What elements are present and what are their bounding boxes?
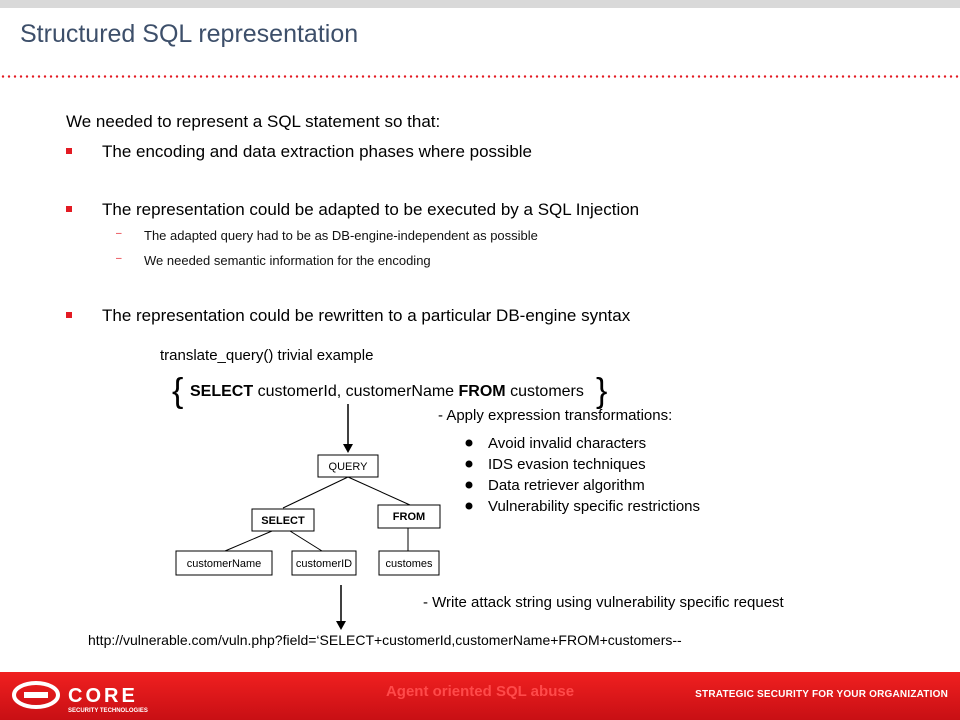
list-dot bbox=[465, 502, 473, 510]
node-customer-name bbox=[175, 550, 273, 576]
footer-title: Agent oriented SQL abuse bbox=[385, 683, 575, 700]
logo-emblem-icon bbox=[12, 681, 60, 709]
transformation-item: IDS evasion techniques bbox=[488, 456, 646, 473]
bullet-marker bbox=[66, 206, 72, 212]
bullet-marker bbox=[66, 312, 72, 318]
input-arrow-head bbox=[343, 444, 353, 453]
bullet-text: The representation could be adapted to b… bbox=[102, 200, 640, 219]
list-dot bbox=[465, 460, 473, 468]
logo-wordmark: CORE bbox=[68, 685, 138, 707]
intro-text: We needed to represent a SQL statement s… bbox=[66, 112, 441, 131]
example-query: SELECT customerId, customerName FROM cus… bbox=[190, 383, 584, 400]
node-customer-name-label: customerName bbox=[187, 558, 262, 570]
node-customer-id bbox=[291, 550, 357, 576]
node-query-label: QUERY bbox=[329, 461, 369, 473]
transformation-item: Data retriever algorithm bbox=[488, 477, 645, 494]
left-brace: { bbox=[172, 372, 183, 410]
core-logo: CORE SECURITY TECHNOLOGIES bbox=[12, 681, 148, 714]
transformation-list: Avoid invalid characters IDS evasion tec… bbox=[465, 435, 700, 515]
list-dot bbox=[465, 481, 473, 489]
dash-marker: – bbox=[116, 228, 122, 239]
footer-tagline: STRATEGIC SECURITY FOR YOUR ORGANIZATION bbox=[695, 689, 948, 700]
subbullet-text: The adapted query had to be as DB-engine… bbox=[144, 228, 538, 243]
translate-query-diagram: translate_query() trivial example { } SE… bbox=[160, 347, 785, 630]
apply-label: - Apply expression transformations: bbox=[438, 407, 672, 424]
node-customes bbox=[378, 550, 440, 576]
footer-bar bbox=[0, 672, 960, 720]
node-from-label: FROM bbox=[393, 511, 425, 523]
list-dot bbox=[465, 439, 473, 447]
transformation-item: Avoid invalid characters bbox=[488, 435, 646, 452]
bullet-text: The representation could be rewritten to… bbox=[102, 306, 631, 325]
write-label: - Write attack string using vulnerabilit… bbox=[423, 594, 785, 611]
dotted-divider bbox=[0, 75, 960, 78]
output-arrow-head bbox=[336, 621, 346, 630]
node-from bbox=[377, 504, 441, 529]
node-customes-label: customes bbox=[385, 558, 433, 570]
node-select bbox=[251, 508, 315, 532]
slide-title: Structured SQL representation bbox=[20, 20, 359, 48]
right-brace: } bbox=[596, 372, 607, 410]
bullet-text: The encoding and data extraction phases … bbox=[102, 142, 533, 161]
node-query bbox=[317, 454, 379, 478]
logo-subtext: SECURITY TECHNOLOGIES bbox=[68, 708, 148, 714]
node-select-label: SELECT bbox=[261, 515, 305, 527]
diagram-heading: translate_query() trivial example bbox=[160, 347, 373, 364]
bullet-marker bbox=[66, 148, 72, 154]
subbullet-text: We needed semantic information for the e… bbox=[144, 253, 431, 268]
dash-marker: – bbox=[116, 253, 122, 264]
transformation-item: Vulnerability specific restrictions bbox=[488, 498, 700, 515]
attack-url: http://vulnerable.com/vuln.php?field=‘SE… bbox=[88, 632, 682, 648]
top-bar bbox=[0, 0, 960, 8]
tree-edges bbox=[224, 476, 411, 552]
node-customer-id-label: customerID bbox=[296, 558, 352, 570]
